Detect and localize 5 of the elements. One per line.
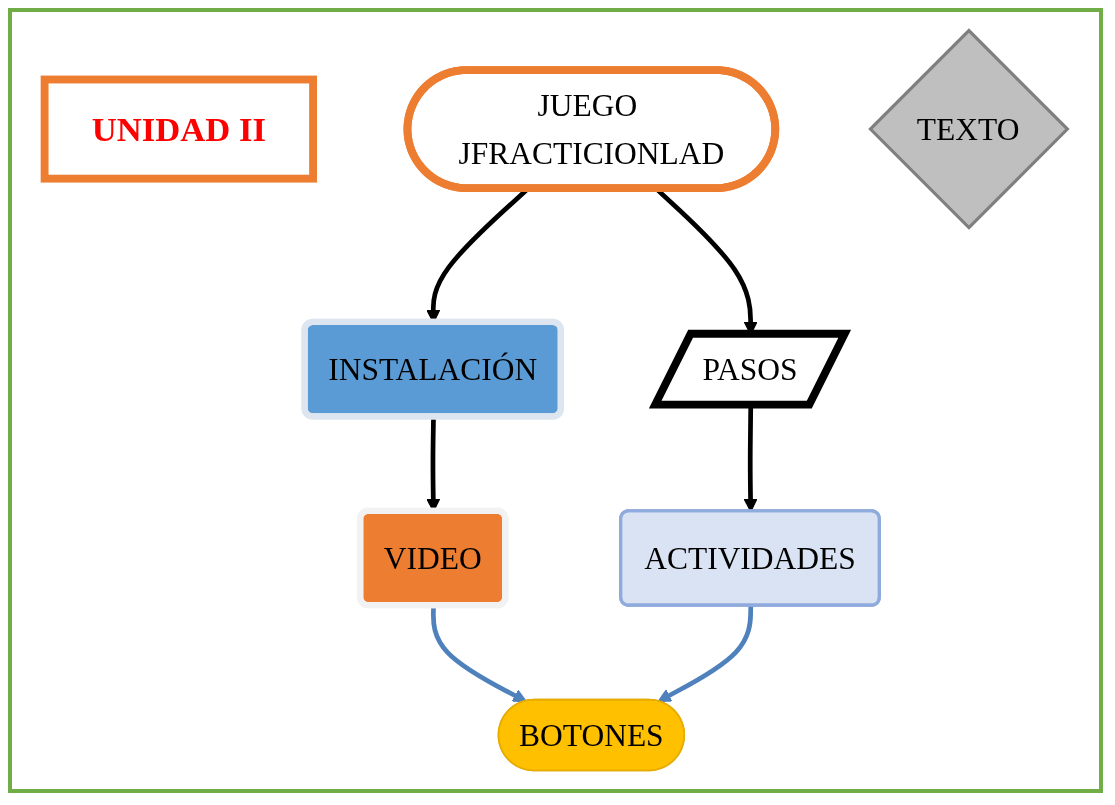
- node-diamond: [867, 28, 1070, 230]
- arrow: [430, 605, 527, 703]
- node-box: [40, 75, 317, 183]
- page-frame: UNIDAD II INSTALACIÓN JUEGO JFRACTICIONLAD PASOS VIDEO TEXTO ACTIVIDADES BOTONES: [8, 8, 1103, 793]
- arrow: [657, 605, 753, 703]
